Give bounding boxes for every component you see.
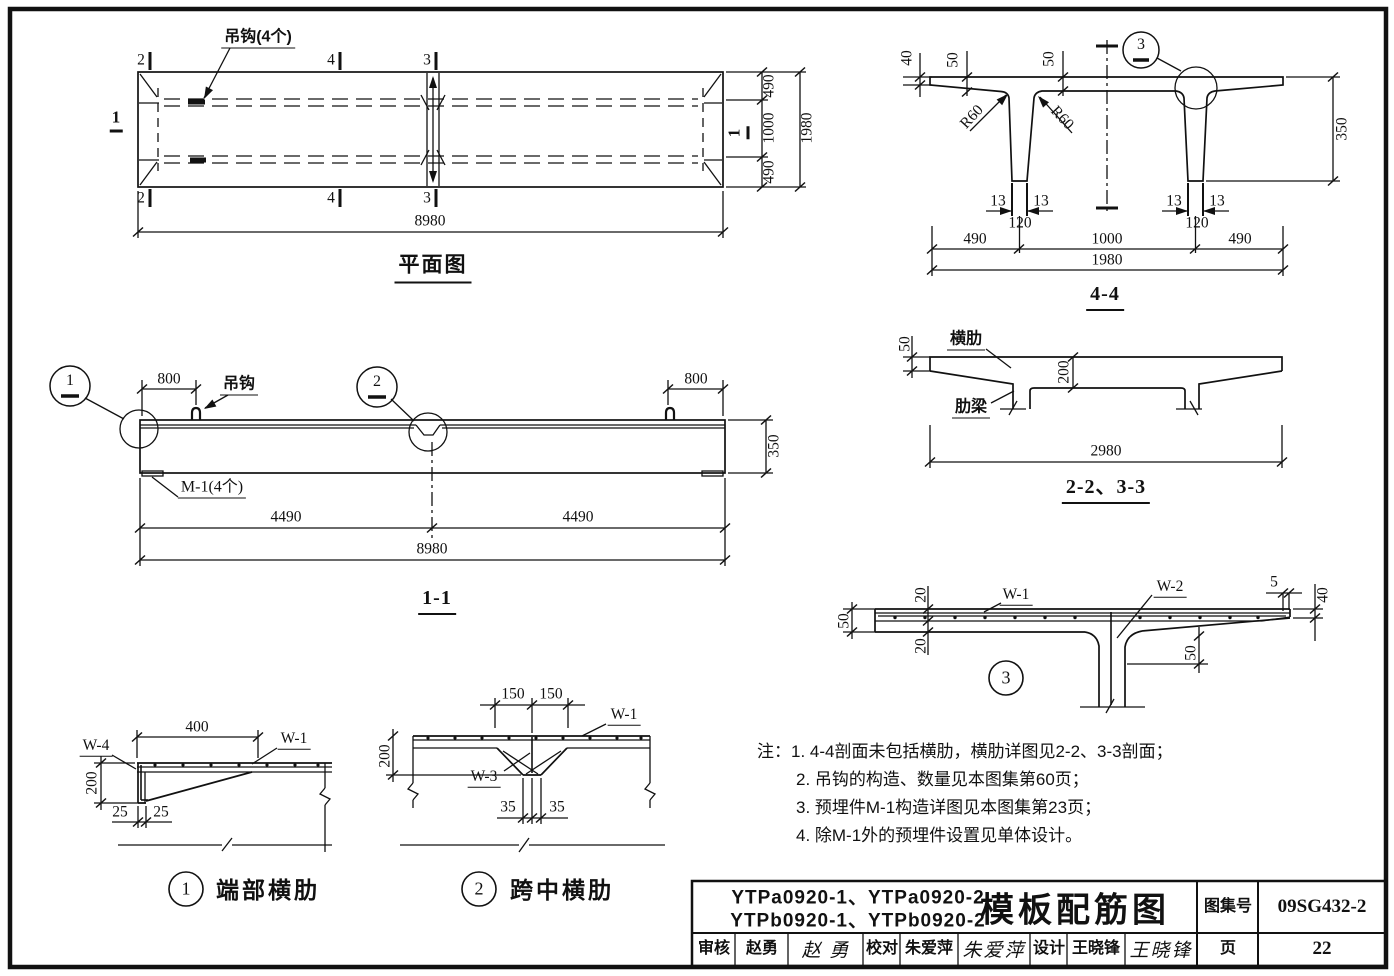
plan-section-mark-3b: 3 (423, 189, 431, 207)
elev-dim-4490-left: 4490 (270, 508, 302, 526)
d2-dim-35-left: 35 (500, 798, 516, 816)
d1-w1-label: W-1 (277, 731, 311, 750)
titleblock-drawing-title: 模板配筋图 (980, 891, 1170, 930)
plan-dim-490-bot: 490 (760, 160, 778, 184)
elev-bubble-1: 1 (66, 372, 74, 389)
elev-m1-label: M-1(4个) (177, 479, 247, 499)
plan-dim-490-top: 490 (760, 74, 778, 98)
note-line-3: 3. 预埋件M-1构造详图见本图集第23页； (796, 798, 1102, 817)
plan-section-mark-4b: 4 (327, 189, 335, 207)
elev-bubble-2: 2 (373, 373, 381, 390)
d2-dim-150-left: 150 (501, 685, 525, 703)
note-line-4: 4. 除M-1外的预埋件设置见单体设计。 (796, 826, 1083, 845)
plan-section-mark-2b: 2 (137, 189, 145, 207)
d1-dim-400: 400 (185, 718, 209, 736)
plan-section-mark-1-right: 1 (724, 126, 750, 140)
d3-dim-40: 40 (1314, 587, 1332, 603)
d3-w2-label: W-2 (1153, 579, 1187, 598)
elev-hook-label: 吊钩 (219, 376, 259, 396)
d3-dim-20-bottom: 20 (912, 638, 930, 654)
d1-circle-1: 1 (181, 878, 191, 899)
titleblock-page-label: 页 (1219, 940, 1237, 957)
s44-bubble-3: 3 (1137, 36, 1145, 53)
s44-dim-40: 40 (898, 50, 916, 66)
d2-w3-label: W-3 (467, 769, 501, 788)
d1-title: 端部横肋 (216, 877, 320, 903)
s44-dim-13-a: 13 (990, 192, 1006, 210)
s44-dim-50-left: 50 (944, 52, 962, 68)
s44-dim-1000: 1000 (1091, 230, 1123, 248)
s22-title: 2-2、3-3 (1061, 470, 1151, 504)
s44-dim-13-d: 13 (1209, 192, 1225, 210)
s44-dim-120-left: 120 (1008, 214, 1032, 232)
d3-dim-50-right: 50 (1182, 645, 1200, 661)
elev-dim-800-right: 800 (684, 370, 708, 388)
elev-dim-350: 350 (765, 434, 783, 458)
elev-dim-4490-right: 4490 (562, 508, 594, 526)
s22-dim-50: 50 (896, 336, 914, 352)
d2-w1-label: W-1 (607, 707, 641, 726)
plan-section-mark-1-left: 1 (109, 108, 123, 133)
d3-dim-50-left: 50 (835, 613, 853, 629)
d2-dim-150-right: 150 (539, 685, 563, 703)
titleblock-atlas-label: 图集号 (1203, 898, 1253, 915)
s44-dim-13-c: 13 (1166, 192, 1182, 210)
d1-dim-25-left: 25 (112, 803, 128, 821)
titleblock-codes-line2: YTPb0920-1、YTPb0920-2 (730, 910, 986, 932)
s44-dim-13-b: 13 (1033, 192, 1049, 210)
d3-circle-3: 3 (1001, 667, 1011, 688)
titleblock-codes-line1: YTPa0920-1、YTPa0920-2 (731, 887, 985, 909)
note-line-2: 2. 吊钩的构造、数量见本图集第60页； (796, 770, 1089, 789)
s44-dim-50-right: 50 (1040, 51, 1058, 67)
plan-section-mark-4: 4 (327, 51, 335, 69)
s22-beam-label: 肋梁 (951, 399, 991, 419)
titleblock-review-label: 审核 (697, 940, 731, 957)
d3-dim-5: 5 (1270, 573, 1278, 591)
d3-w1-label: W-1 (999, 587, 1033, 606)
note-line-1: 注：1. 4-4剖面未包括横肋，横肋详图见2-2、3-3剖面； (757, 742, 1173, 761)
s44-dim-350: 350 (1333, 117, 1351, 141)
elev-title: 1-1 (418, 587, 456, 615)
d2-title: 跨中横肋 (510, 877, 614, 903)
d2-dim-200: 200 (376, 744, 394, 768)
s44-dim-1980: 1980 (1091, 251, 1123, 269)
plan-section-mark-3: 3 (423, 51, 431, 69)
s44-dim-490-right: 490 (1228, 230, 1252, 248)
titleblock-proof-signature: 朱爱萍 (962, 940, 1026, 962)
s22-dim-200: 200 (1055, 360, 1073, 384)
s44-dim-120-right: 120 (1185, 214, 1209, 232)
s22-dim-2980: 2980 (1090, 442, 1122, 460)
d2-dim-35-right: 35 (549, 798, 565, 816)
plan-hook-label: 吊钩(4个) (221, 29, 295, 49)
d1-w4-label: W-4 (79, 738, 113, 757)
d1-dim-25-right: 25 (153, 803, 169, 821)
plan-title: 平面图 (394, 249, 472, 284)
plan-dim-8980: 8980 (414, 212, 446, 230)
titleblock-proof-label: 校对 (865, 940, 899, 957)
titleblock-design-name: 王晓锋 (1071, 940, 1121, 957)
d3-dim-20-top: 20 (912, 587, 930, 603)
titleblock-design-signature: 王晓锋 (1129, 940, 1193, 962)
d2-circle-2: 2 (474, 878, 484, 899)
titleblock-atlas-number: 09SG432-2 (1277, 896, 1367, 917)
titleblock-design-label: 设计 (1032, 940, 1066, 957)
titleblock-page-number: 22 (1312, 938, 1332, 959)
elev-dim-8980: 8980 (416, 540, 448, 558)
elev-dim-800-left: 800 (157, 370, 181, 388)
titleblock-proof-name: 朱爱萍 (904, 940, 954, 957)
titleblock-review-name: 赵勇 (745, 940, 779, 957)
s44-title: 4-4 (1086, 283, 1124, 311)
plan-dim-1980: 1980 (798, 112, 816, 144)
s44-dim-490-left: 490 (963, 230, 987, 248)
d1-dim-200: 200 (83, 771, 101, 795)
s22-rib-label: 横肋 (946, 331, 986, 351)
plan-section-mark-2: 2 (137, 51, 145, 69)
plan-dim-1000: 1000 (760, 112, 778, 144)
titleblock-review-signature: 赵 勇 (801, 940, 851, 962)
